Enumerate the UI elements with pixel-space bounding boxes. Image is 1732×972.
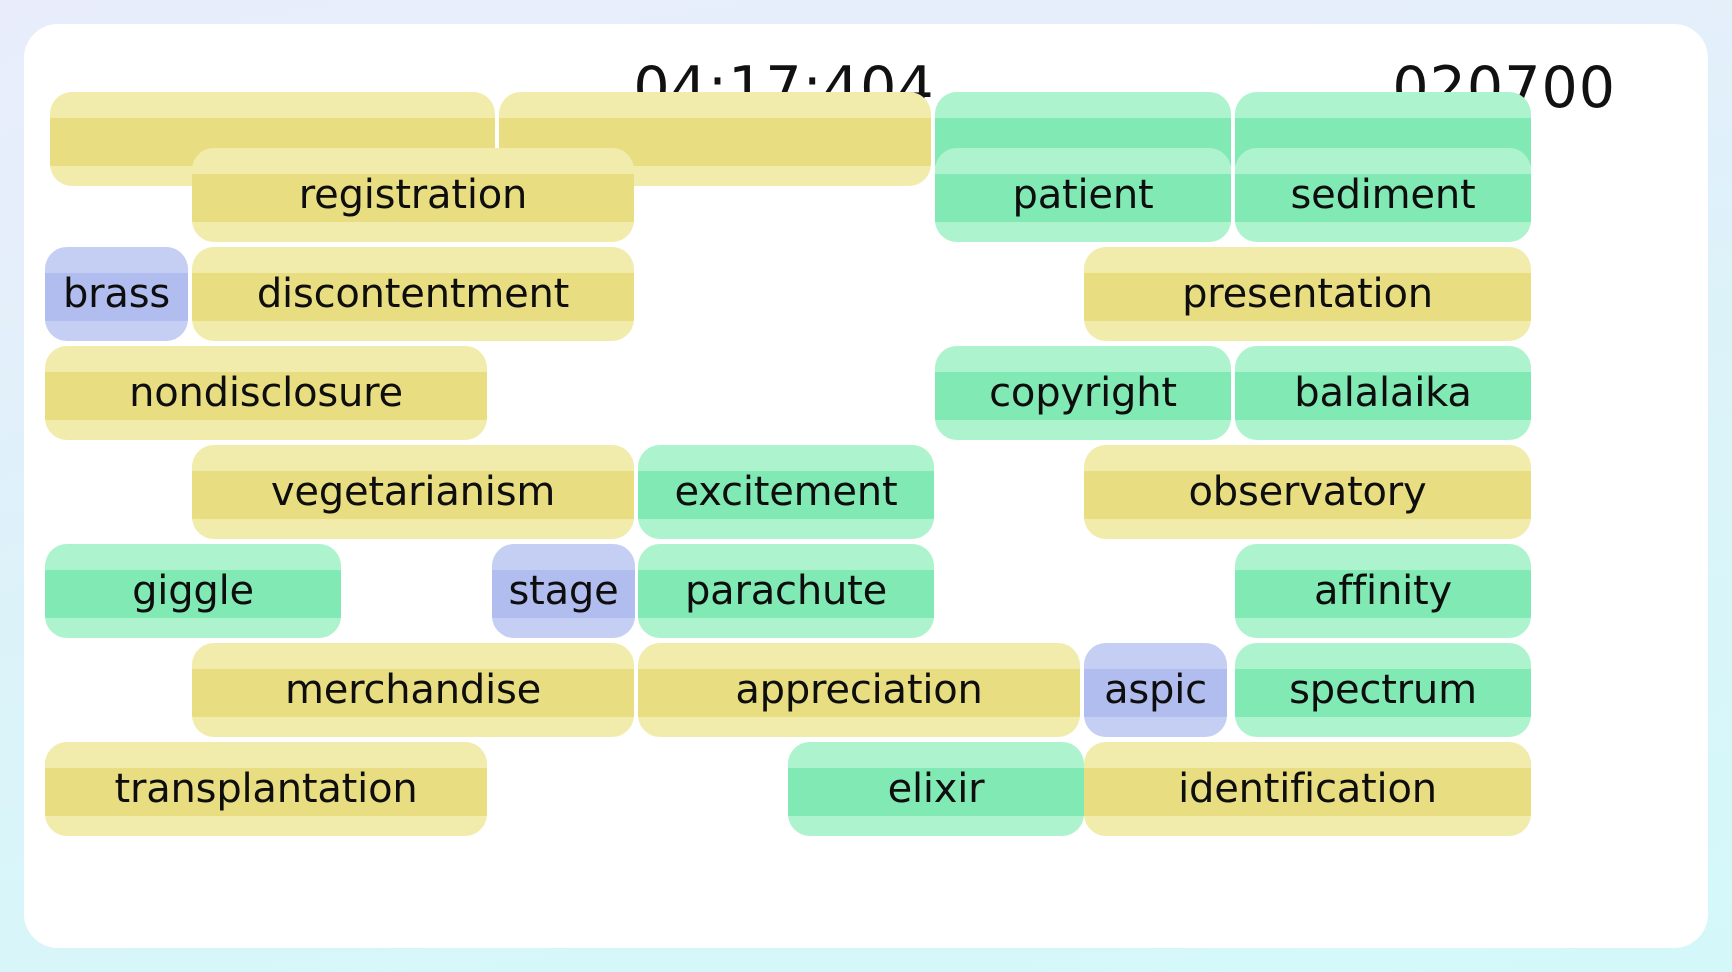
word-pill[interactable]: presentation [1084, 247, 1531, 341]
word-pill[interactable]: patient [935, 148, 1231, 242]
word-pill-band [1235, 669, 1531, 717]
word-pill-label: elixir [887, 766, 985, 812]
word-pill-label: parachute [684, 568, 888, 614]
word-pill[interactable]: balalaika [1235, 346, 1531, 440]
word-pill[interactable]: observatory [1084, 445, 1531, 539]
word-pill[interactable]: parachute [638, 544, 934, 638]
word-pill-label: vegetarianism [270, 469, 556, 515]
word-pill[interactable]: appreciation [638, 643, 1080, 737]
word-pill[interactable]: aspic [1084, 643, 1227, 737]
word-pill-label: balalaika [1294, 370, 1472, 416]
word-pill-band [45, 768, 487, 816]
word-pill-band [192, 669, 634, 717]
word-pill-label: discontentment [256, 271, 570, 317]
word-pill-label: merchandise [284, 667, 542, 713]
word-pill[interactable]: excitement [638, 445, 934, 539]
word-pill-band [638, 570, 934, 618]
word-pill-label: transplantation [114, 766, 418, 812]
word-pill-label: copyright [989, 370, 1177, 416]
word-pill[interactable]: elixir [788, 742, 1084, 836]
word-pill-label: spectrum [1289, 667, 1477, 713]
word-pill-label: presentation [1182, 271, 1433, 317]
word-pill-band [45, 273, 188, 321]
word-pill-label: sediment [1290, 172, 1476, 218]
word-pill-band [45, 372, 487, 420]
word-pill-band [1084, 471, 1531, 519]
word-pill-label: brass [62, 271, 171, 317]
word-pill-label: observatory [1188, 469, 1427, 515]
word-pill[interactable]: giggle [45, 544, 341, 638]
word-pill[interactable]: transplantation [45, 742, 487, 836]
word-pill-band [45, 570, 341, 618]
word-pill-band [638, 471, 934, 519]
word-pill[interactable]: affinity [1235, 544, 1531, 638]
word-pill-field: registration patient sediment brass disconte… [24, 24, 1708, 948]
word-pill-label: giggle [132, 568, 254, 614]
word-pill[interactable]: stage [492, 544, 635, 638]
word-pill-band [1084, 669, 1227, 717]
word-pill-band [192, 174, 634, 222]
word-pill-label: affinity [1313, 568, 1452, 614]
word-pill-label: appreciation [735, 667, 983, 713]
word-pill-band [192, 471, 634, 519]
word-pill-label: excitement [674, 469, 898, 515]
word-pill[interactable]: spectrum [1235, 643, 1531, 737]
word-pill[interactable]: sediment [1235, 148, 1531, 242]
word-pill[interactable]: identification [1084, 742, 1531, 836]
word-pill-label: stage [508, 568, 619, 614]
word-pill-band [1235, 570, 1531, 618]
word-pill-band [492, 570, 635, 618]
word-pill-band [1235, 174, 1531, 222]
word-pill-band [192, 273, 634, 321]
word-pill[interactable]: registration [192, 148, 634, 242]
word-pill-band [638, 669, 1080, 717]
word-pill[interactable]: nondisclosure [45, 346, 487, 440]
word-pill[interactable]: discontentment [192, 247, 634, 341]
word-pill-band [1084, 273, 1531, 321]
word-pill-band [788, 768, 1084, 816]
word-pill-band [935, 372, 1231, 420]
word-pill-label: registration [298, 172, 528, 218]
word-pill-label: aspic [1104, 667, 1207, 713]
word-pill-label: patient [1012, 172, 1154, 218]
word-pill[interactable]: vegetarianism [192, 445, 634, 539]
word-pill-band [1235, 372, 1531, 420]
word-pill-band [935, 174, 1231, 222]
word-pill[interactable]: merchandise [192, 643, 634, 737]
word-pill[interactable]: copyright [935, 346, 1231, 440]
word-pill-band [1084, 768, 1531, 816]
word-pill[interactable]: brass [45, 247, 188, 341]
word-pill-label: nondisclosure [129, 370, 403, 416]
word-pill-label: identification [1178, 766, 1437, 812]
